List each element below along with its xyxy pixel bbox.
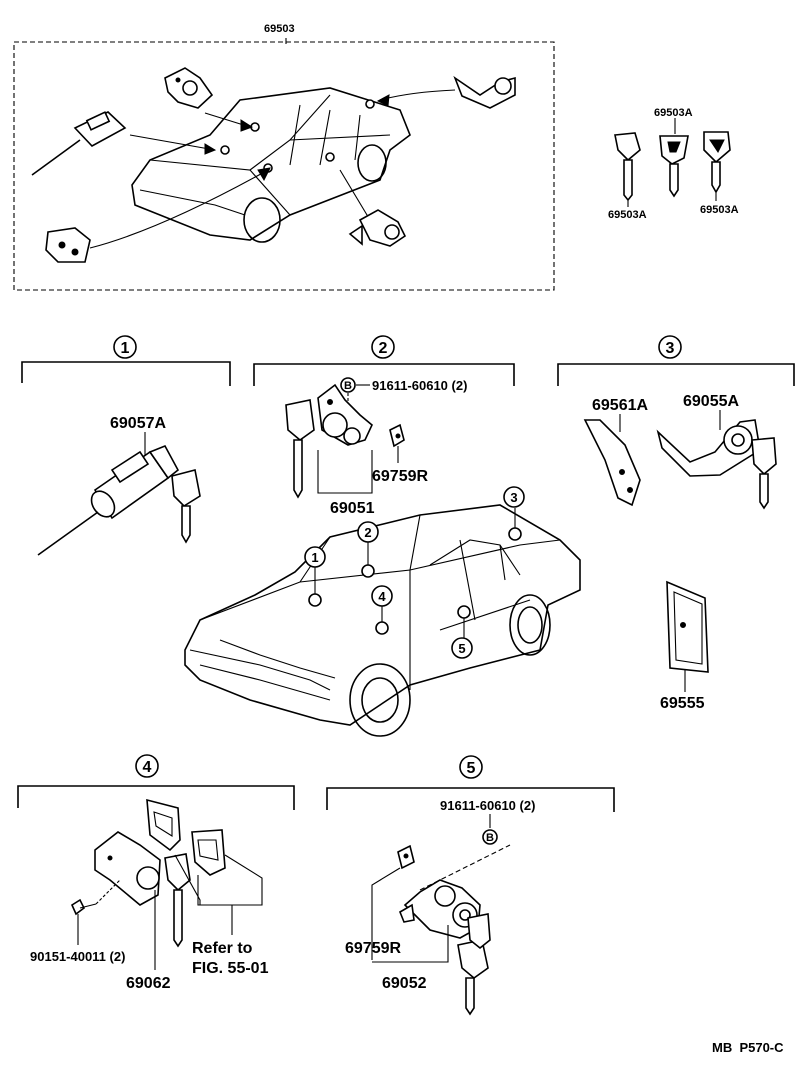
overview-group: 69503: [13, 23, 555, 291]
key-label-left: 69503A: [608, 209, 647, 221]
section-3-number: 3: [666, 340, 675, 357]
overview-ignition-part: [31, 111, 127, 176]
section-2: 2 B 91611-60610 (2) 69759R 69051: [253, 335, 515, 517]
section-2-bolt-marker: B: [344, 380, 352, 392]
key-label-top: 69503A: [654, 107, 693, 119]
section-5-key-icon: [457, 913, 491, 1016]
section-4-refer-line2: FIG. 55-01: [192, 960, 269, 977]
car-marker-1: 1: [311, 550, 318, 565]
section-3-lock-label: 69055A: [683, 393, 739, 410]
door-clip-icon: [389, 423, 405, 448]
section-4-lock-label: 69062: [126, 975, 171, 992]
section-1-part-label: 69057A: [110, 415, 166, 432]
section-2-number: 2: [379, 340, 388, 357]
footer-code: MB P570-C: [712, 1040, 784, 1055]
section-3-plate-label: 69561A: [592, 397, 648, 414]
section-4: 4 Refer to FIG. 55-01 90151-400: [17, 754, 295, 992]
section-4-key-icon: [164, 853, 191, 948]
plate-part-label: 69555: [660, 695, 705, 712]
section-2-key-icon: [285, 399, 315, 499]
section-3-key-icon: [751, 437, 777, 510]
overview-rear-door-lock: [348, 209, 407, 247]
overview-door-lock: [164, 67, 214, 109]
section-1-number: 1: [121, 340, 130, 357]
overview-car: [131, 87, 411, 243]
section-1: 1 69057A: [21, 335, 231, 556]
trunk-plate-icon: [583, 419, 641, 507]
main-car: 1 2 3 4 5: [184, 486, 581, 737]
section-2-clip-label: 69759R: [372, 468, 428, 485]
section-4-screw-label: 90151-40011 (2): [30, 949, 125, 964]
key-2-icon: [659, 135, 689, 198]
plate-69555: 69555: [660, 580, 709, 712]
section-3: 3 69561A 69055A: [557, 335, 795, 510]
section-4-refer-line1: Refer to: [192, 940, 253, 957]
key-3-icon: [703, 131, 731, 194]
rear-door-lock-icon: [399, 879, 481, 939]
key-1-icon: [614, 132, 641, 202]
section-5-clip-label: 69759R: [345, 940, 401, 957]
section-4-number: 4: [143, 759, 152, 776]
car-marker-2: 2: [364, 525, 371, 540]
car-marker-4: 4: [378, 589, 386, 604]
section-5-bolt-marker: B: [486, 832, 494, 844]
section-5: 5 91611-60610 (2) B 69759R 69052: [326, 755, 615, 1016]
ignition-cylinder-icon: [37, 444, 180, 556]
section-5-assembly-label: 69052: [382, 975, 427, 992]
section-4-cover-1-icon: [146, 798, 181, 852]
section-5-number: 5: [467, 760, 476, 777]
overview-part-label: 69503: [264, 23, 295, 35]
section-4-cover-2-icon: [191, 829, 226, 876]
trunk-lock-icon: [656, 419, 761, 477]
section-1-key-icon: [171, 469, 201, 544]
screw-icon: [70, 898, 97, 916]
car-marker-3: 3: [510, 490, 517, 505]
glove-box-lock-icon: [94, 831, 161, 906]
overview-box-lock: [45, 227, 91, 263]
keys-group: 69503A 69503A 69503A: [608, 107, 739, 221]
front-door-lock-icon: [317, 383, 373, 446]
section-2-assembly-label: 69051: [330, 500, 375, 517]
key-label-right: 69503A: [700, 204, 739, 216]
overview-trunk-lock: [453, 75, 516, 109]
car-marker-5: 5: [458, 641, 465, 656]
rear-door-clip-icon: [397, 844, 415, 870]
section-5-bolt-label: 91611-60610 (2): [440, 798, 535, 813]
section-2-bolt-label: 91611-60610 (2): [372, 378, 467, 393]
